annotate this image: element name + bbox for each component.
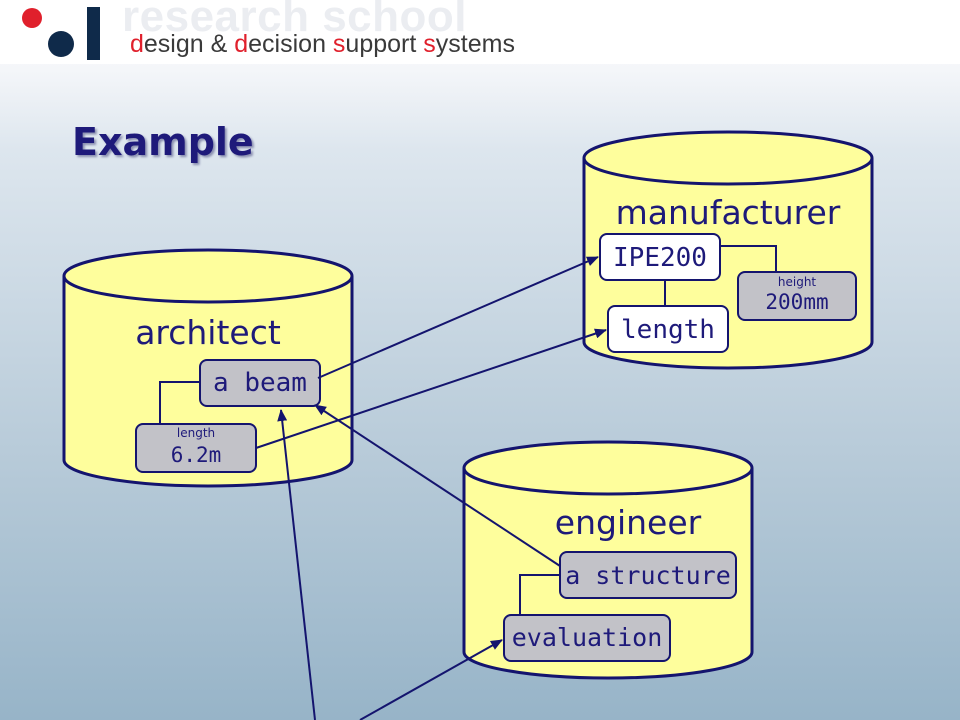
subtitle-part: d	[130, 30, 144, 58]
evaluation-label: evaluation	[512, 623, 663, 652]
manufacturer-label: manufacturer	[616, 193, 841, 232]
architect-label: architect	[135, 313, 281, 352]
length-box[interactable]	[607, 305, 729, 353]
arrow-length-to-manufacturer-length	[255, 328, 607, 449]
school-subtitle: design & decision support systems	[130, 30, 515, 59]
manufacturer-database: manufacturer IPE200 height 200mm length	[582, 130, 874, 370]
logo-bar	[87, 7, 100, 60]
header-banner: research school design & decision suppor…	[0, 0, 960, 64]
subtitle-part: esign &	[143, 30, 235, 58]
a-structure-label: a structure	[565, 561, 731, 590]
subtitle-part: s	[423, 30, 436, 58]
subtitle-part: ystems	[435, 30, 515, 58]
school-name: research school	[122, 0, 467, 41]
subtitle-part: ecision	[248, 30, 333, 58]
length-value-box[interactable]	[135, 423, 257, 473]
arrow-external-to-evaluation	[359, 639, 503, 720]
height-value: 200mm	[765, 290, 828, 314]
arrow-beam-to-ipe200	[317, 256, 599, 379]
height-box[interactable]	[737, 271, 857, 321]
ipe200-box[interactable]	[599, 233, 721, 281]
subtitle-part: s	[332, 30, 346, 58]
a-beam-box[interactable]	[199, 359, 321, 407]
subtitle-part: upport	[345, 30, 424, 58]
a-beam-label: a beam	[213, 368, 307, 398]
evaluation-box[interactable]	[503, 614, 671, 662]
architect-database: architect a beam length 6.2m	[62, 248, 354, 488]
subtitle-part: d	[234, 30, 249, 58]
page-title: Example	[72, 120, 254, 164]
arrow-external-to-beam	[277, 409, 316, 720]
height-caption: height	[778, 275, 817, 289]
ipe200-label: IPE200	[613, 243, 707, 273]
logo-red-dot	[22, 8, 42, 28]
engineer-database: engineer a structure evaluation	[462, 440, 754, 680]
a-structure-box[interactable]	[559, 551, 737, 599]
length-caption: length	[177, 426, 215, 440]
length-label: length	[621, 315, 715, 345]
length-value: 6.2m	[171, 443, 222, 467]
arrow-structure-to-beam	[314, 404, 561, 567]
engineer-label: engineer	[555, 503, 702, 542]
logo-navy-dot	[48, 31, 74, 57]
